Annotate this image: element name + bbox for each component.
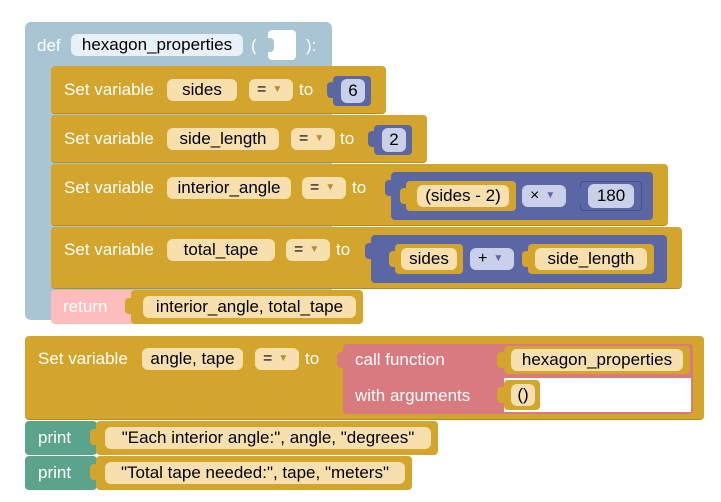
- operator-dropdown[interactable]: =▼: [302, 177, 346, 199]
- function-name-field[interactable]: hexagon_properties: [71, 34, 243, 56]
- input-notch: [337, 352, 345, 368]
- input-notch: [389, 251, 397, 267]
- input-notch: [497, 352, 505, 368]
- chevron-down-icon: ▼: [545, 190, 556, 201]
- input-notch: [368, 131, 376, 147]
- print-label: print: [38, 428, 72, 447]
- number-value-field[interactable]: 180: [588, 184, 634, 208]
- set-variable-label: Set variable: [64, 178, 154, 197]
- input-notch: [522, 251, 530, 267]
- input-notch: [90, 429, 98, 445]
- arguments-field[interactable]: (): [511, 384, 535, 406]
- variable-reference-field[interactable]: side_length: [535, 248, 647, 270]
- operator-dropdown[interactable]: =▼: [255, 348, 299, 370]
- number-value-field[interactable]: 2: [382, 128, 406, 152]
- to-label: to: [352, 178, 367, 197]
- print-label: print: [38, 463, 72, 482]
- print-value-field[interactable]: "Each interior angle:", angle, "degrees": [105, 427, 431, 449]
- set-variable-label: Set variable: [38, 349, 128, 368]
- operator-dropdown[interactable]: =▼: [249, 79, 293, 101]
- input-notch: [497, 387, 505, 403]
- set-variable-label: Set variable: [64, 240, 154, 259]
- operator-dropdown[interactable]: =▼: [291, 128, 335, 150]
- to-label: to: [336, 240, 351, 259]
- print-block[interactable]: [25, 456, 97, 490]
- number-value-field[interactable]: 6: [341, 79, 365, 103]
- chevron-down-icon: ▼: [309, 244, 320, 255]
- variable-name-field[interactable]: angle, tape: [142, 348, 243, 370]
- set-variable-label: Set variable: [64, 80, 154, 99]
- set-variable-label: Set variable: [64, 129, 154, 148]
- variable-name-field[interactable]: side_length: [167, 128, 279, 150]
- expression-field[interactable]: (sides - 2): [417, 185, 509, 207]
- to-label: to: [299, 80, 314, 99]
- chevron-down-icon: ▼: [325, 182, 336, 193]
- to-label: to: [340, 129, 355, 148]
- return-label: return: [63, 297, 108, 316]
- chevron-down-icon: ▼: [272, 84, 283, 95]
- return-block[interactable]: [51, 290, 137, 324]
- function-name-field[interactable]: hexagon_properties: [511, 349, 683, 371]
- input-notch: [90, 464, 98, 480]
- variable-name-field[interactable]: total_tape: [167, 239, 275, 261]
- chevron-down-icon: ▼: [493, 253, 504, 264]
- chevron-down-icon: ▼: [278, 353, 289, 364]
- variable-name-field[interactable]: sides: [167, 79, 237, 101]
- input-notch: [327, 82, 335, 98]
- close-paren: ):: [306, 36, 317, 55]
- return-value-field[interactable]: interior_angle, total_tape: [143, 296, 356, 318]
- input-notch: [400, 188, 408, 204]
- input-notch: [574, 188, 582, 204]
- call-function-label: call function: [355, 350, 445, 369]
- parameter-slot-notch: [266, 38, 274, 52]
- input-notch: [385, 180, 393, 196]
- open-paren: (: [251, 36, 257, 55]
- print-block[interactable]: [25, 421, 97, 455]
- def-keyword: def: [37, 36, 61, 55]
- variable-reference-field[interactable]: sides: [401, 248, 457, 270]
- chevron-down-icon: ▼: [314, 133, 325, 144]
- math-operator-dropdown[interactable]: ×▼: [522, 185, 566, 207]
- print-value-field[interactable]: "Total tape needed:", tape, "meters": [105, 462, 405, 484]
- operator-dropdown[interactable]: =▼: [286, 239, 330, 261]
- input-notch: [125, 298, 133, 314]
- to-label: to: [305, 349, 320, 368]
- math-operator-dropdown[interactable]: +▼: [470, 248, 514, 270]
- input-notch: [365, 243, 373, 259]
- variable-name-field[interactable]: interior_angle: [167, 177, 291, 199]
- with-arguments-label: with arguments: [355, 386, 471, 405]
